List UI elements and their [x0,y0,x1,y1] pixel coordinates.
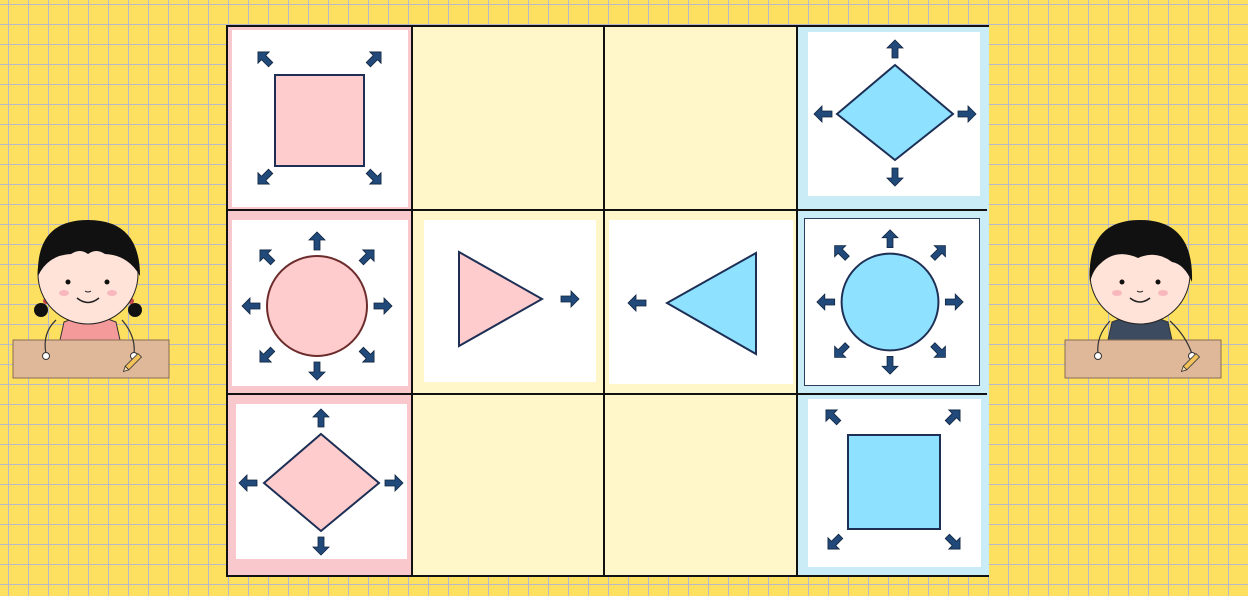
grid-line [228,393,987,395]
arrow-ne-icon [358,249,375,266]
girl-nose [84,290,92,293]
arrow-right-icon [944,293,964,311]
cheek-right [1158,290,1168,296]
arrow-down-icon [881,355,899,375]
arrow-sw-icon [827,533,844,550]
arrow-se-icon [358,346,375,363]
arrow-down-icon [312,536,330,556]
arrow-ne-icon [944,409,961,426]
arrow-se-icon [365,168,382,185]
grid-line [796,27,798,575]
cheek-left [59,290,69,296]
boy-hair [1089,220,1193,282]
arrow-left-icon [813,105,833,123]
grid-line [603,27,605,575]
arrow-sw-icon [257,168,274,185]
boy-smile [1129,297,1151,303]
pencil-icon [122,352,143,373]
blue-diamond-card[interactable] [808,32,980,196]
boy-hand-left [1094,352,1102,360]
boy-nose [1136,290,1144,293]
eye-left [65,279,71,285]
grid-line [228,209,987,211]
pink-diamond-card[interactable] [236,404,407,559]
blue-circle-card[interactable] [804,218,980,386]
eye-right [104,279,110,285]
girl-smile [76,297,100,304]
arrow-right-icon [384,474,404,492]
blue-square-card[interactable] [808,399,981,567]
square-shape [847,434,941,530]
boy-arm-right [1169,320,1193,355]
arrow-nw-icon [825,409,842,426]
arrow-sw-icon [259,346,276,363]
desk [12,339,170,379]
arrow-right-icon [373,297,393,315]
triangle-left-shape [664,251,757,356]
pink-triangle-card[interactable] [424,220,596,382]
diamond-shape [262,432,381,533]
girl-hair [37,220,140,276]
arrow-left-icon [816,293,836,311]
arrow-nw-icon [834,245,850,261]
arrow-left-icon [238,474,258,492]
player-girl [10,218,172,380]
diamond-shape [835,63,955,162]
circle-shape [266,255,368,357]
cheek-left [1112,290,1122,296]
girl-arm-left [44,319,57,355]
arrow-nw-icon [257,51,274,68]
arrow-up-icon [308,231,326,251]
arrow-left-icon [627,294,647,312]
blue-triangle-card[interactable] [609,220,793,384]
empty-cell-r0-c2[interactable] [605,27,796,209]
empty-cell-r0-c1[interactable] [413,27,603,209]
empty-cell-r2-c2[interactable] [605,395,796,577]
arrow-ne-icon [365,51,382,68]
pigtail-left [34,303,48,317]
arrow-up-icon [881,229,899,249]
arrow-down-icon [886,167,904,187]
eye-left [1119,279,1125,285]
arrow-up-icon [886,39,904,59]
pencil-icon [1180,352,1201,373]
pink-circle-card[interactable] [232,220,408,386]
eye-right [1155,279,1161,285]
square-shape [274,74,365,167]
triangle-right-shape [458,250,545,348]
arrow-left-icon [241,297,261,315]
cheek-right [107,290,117,296]
game-board [226,25,989,577]
grid-line [411,27,413,575]
arrow-nw-icon [259,249,276,266]
arrow-se-icon [930,342,946,358]
arrow-se-icon [944,533,961,550]
arrow-sw-icon [834,342,850,358]
empty-cell-r2-c1[interactable] [413,395,603,577]
girl-arm-right [121,319,135,355]
pigtail-right [128,303,142,317]
pink-square-card[interactable] [232,30,408,207]
arrow-right-icon [560,290,580,308]
arrow-up-icon [312,408,330,428]
player-boy [1062,218,1224,380]
circle-shape [840,252,940,352]
arrow-right-icon [957,105,977,123]
arrow-down-icon [308,361,326,381]
girl-hand-left [42,352,50,360]
arrow-ne-icon [930,245,946,261]
boy-arm-left [1097,320,1111,355]
